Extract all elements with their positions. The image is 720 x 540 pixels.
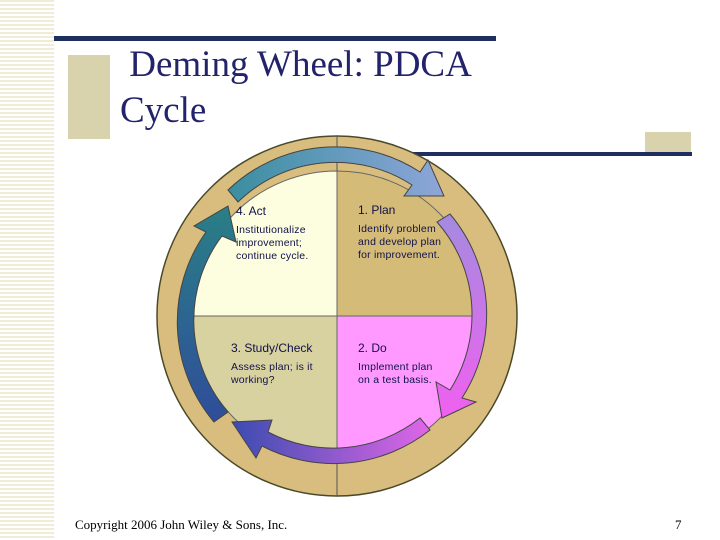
plan-heading: 1. Plan [358, 203, 396, 217]
copyright-footer: Copyright 2006 John Wiley & Sons, Inc. [75, 517, 288, 532]
arrow-left [176, 205, 237, 423]
striped-sidebar [0, 0, 54, 540]
do-body: Implement plan on a test basis. [358, 361, 433, 386]
arrow-top [227, 146, 445, 203]
title-rule-top [54, 36, 496, 41]
act-text: 4. Act Institutionalize improvement; con… [236, 204, 334, 263]
check-body: Assess plan; is it working? [231, 361, 313, 386]
check-text: 3. Study/Check Assess plan; is it workin… [231, 341, 335, 387]
title-rule-bottom [290, 152, 692, 156]
title-accent-block [68, 55, 110, 139]
plan-body: Identify problem and develop plan for im… [358, 223, 442, 261]
arrow-right [435, 213, 488, 419]
act-heading: 4. Act [236, 204, 267, 218]
page-number: 7 [675, 517, 682, 532]
slide-title: Deming Wheel: PDCA Cycle [120, 44, 472, 131]
do-text: 2. Do Implement plan on a test basis. [358, 341, 440, 387]
act-body: Institutionalize improvement; continue c… [236, 224, 309, 262]
check-heading: 3. Study/Check [231, 341, 313, 355]
arrow-bottom [231, 417, 431, 464]
do-heading: 2. Do [358, 341, 387, 355]
plan-text: 1. Plan Identify problem and develop pla… [358, 203, 442, 262]
